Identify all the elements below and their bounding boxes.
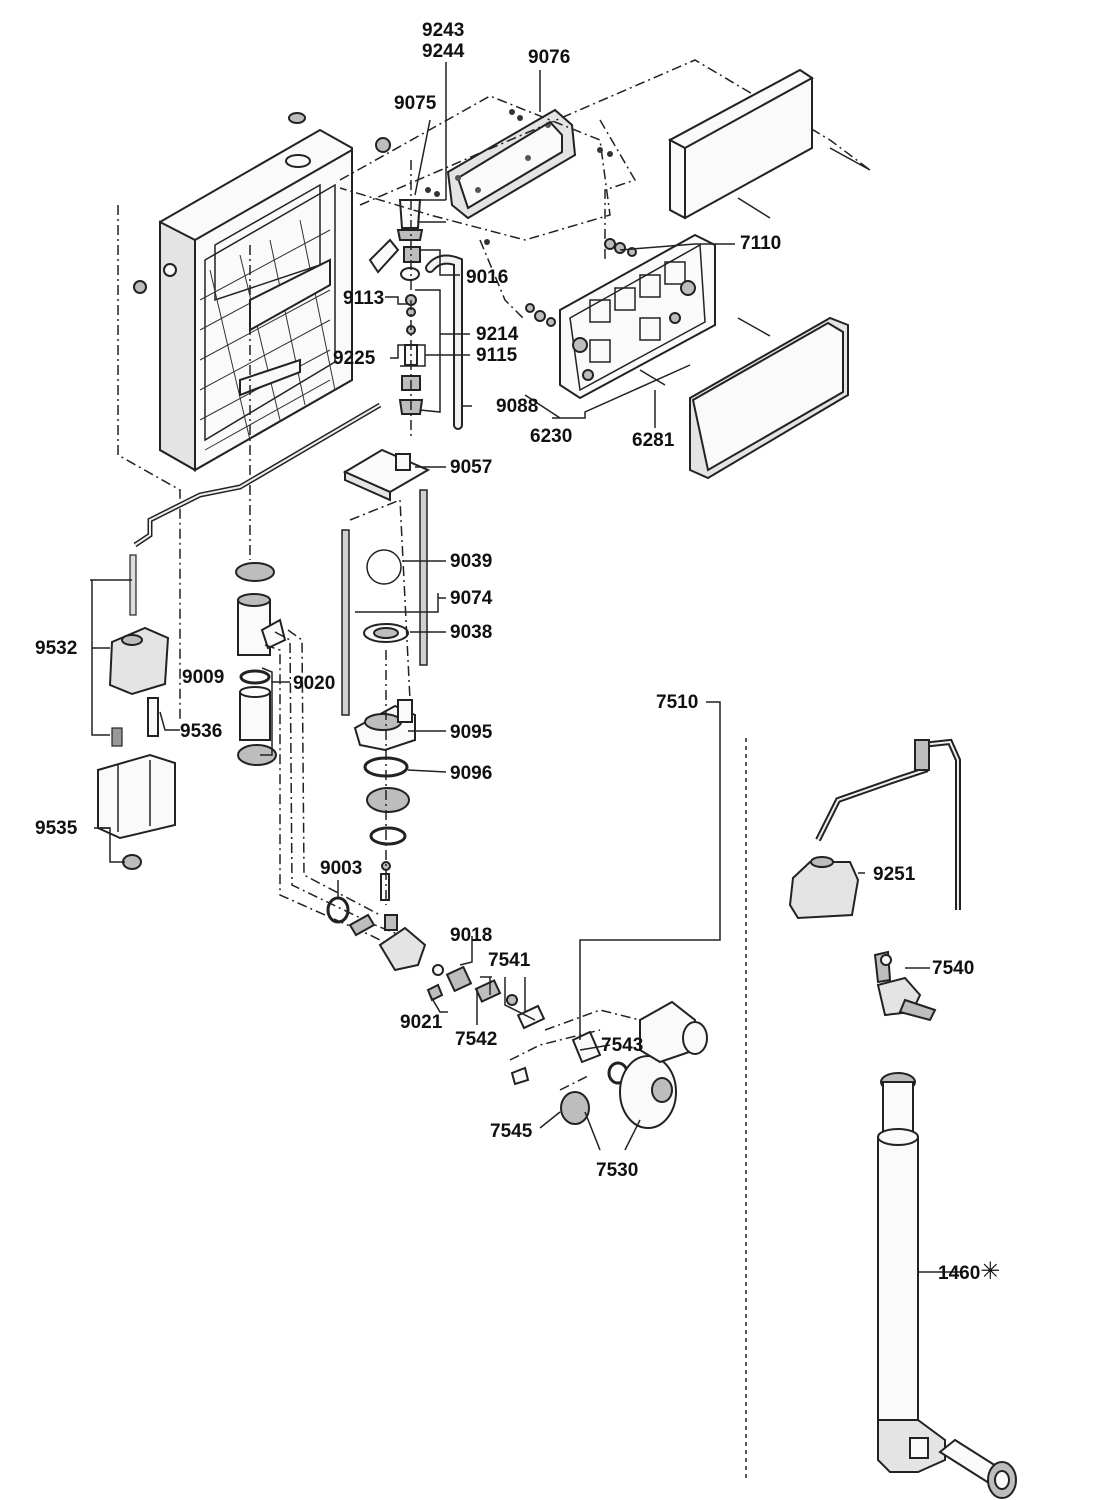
part-label-9057: 9057 <box>450 457 493 478</box>
part-label-9039: 9039 <box>450 551 493 572</box>
cover-plate <box>446 108 577 220</box>
part-label-9113: 9113 <box>343 288 385 309</box>
part-label-9016: 9016 <box>466 267 509 288</box>
overflow-pipe-parts <box>235 562 287 766</box>
part-label-9009: 9009 <box>182 667 225 688</box>
part-label-9018: 9018 <box>450 925 493 946</box>
fill-valve-stack <box>368 160 424 440</box>
float-assembly <box>97 402 382 870</box>
part-number-1460: 1460 <box>938 1263 981 1284</box>
part-label-6230: 6230 <box>530 426 573 447</box>
part-label-9076: 9076 <box>528 47 571 68</box>
part-label-6281: 6281 <box>632 430 675 451</box>
part-label-9532: 9532 <box>35 638 78 659</box>
part-label-7543: 7543 <box>601 1035 644 1056</box>
drain-pipe <box>877 1072 1017 1499</box>
leader-lines <box>90 62 960 1273</box>
part-label-9095: 9095 <box>450 722 493 743</box>
part-label-7542: 7542 <box>455 1029 498 1050</box>
part-label-7110: 7110 <box>740 233 782 254</box>
outlet-valve-assembly <box>326 896 708 1129</box>
float-ball <box>366 549 402 585</box>
part-label-7545: 7545 <box>490 1121 533 1142</box>
part-label-9096: 9096 <box>450 763 493 784</box>
part-label-9003: 9003 <box>320 858 363 879</box>
part-label-9020: 9020 <box>293 673 336 694</box>
float-alternative <box>788 738 961 920</box>
part-label-9021: 9021 <box>400 1012 443 1033</box>
part-label-9214: 9214 <box>476 324 519 345</box>
part-label-9038: 9038 <box>450 622 493 643</box>
part-label-7541: 7541 <box>488 950 531 971</box>
part-label-7530: 7530 <box>596 1160 639 1181</box>
mounting-frame <box>559 233 716 400</box>
part-label-7540: 7540 <box>932 958 975 979</box>
backing-box <box>667 68 814 220</box>
part-label-9115: 9115 <box>476 345 518 366</box>
part-label-9243: 9243 <box>422 20 465 41</box>
float-pipe <box>425 254 463 430</box>
part-label-9244: 9244 <box>422 41 465 62</box>
frame-bracket-assembly <box>341 448 431 716</box>
valve-alternative <box>873 950 937 1022</box>
part-label-9225: 9225 <box>333 348 376 369</box>
part-label-9251: 9251 <box>873 864 916 885</box>
cistern-housing <box>133 112 391 472</box>
part-label-9535: 9535 <box>35 818 78 839</box>
drain-valve-base <box>353 650 416 905</box>
part-label-9088: 9088 <box>496 396 539 417</box>
part-label-9075: 9075 <box>394 93 437 114</box>
asterisk-icon: ✳ <box>980 1258 1001 1285</box>
flush-plate <box>689 316 849 480</box>
part-label-9074: 9074 <box>450 588 493 609</box>
part-label-1460: 1460✳ <box>938 1258 1001 1285</box>
part-label-7510: 7510 <box>656 692 699 713</box>
part-label-9536: 9536 <box>180 721 223 742</box>
